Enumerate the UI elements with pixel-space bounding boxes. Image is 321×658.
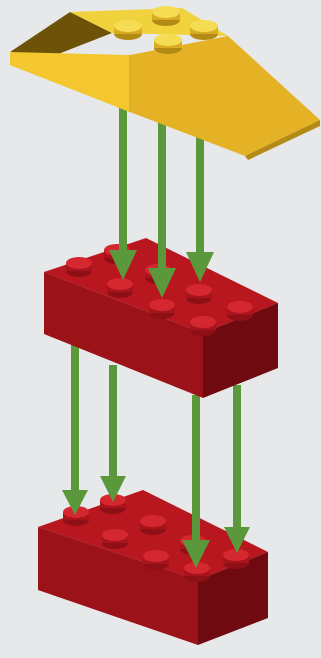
bottom-brick-side-face (198, 552, 268, 645)
arrow-middle-to-bottom-2 (100, 365, 126, 502)
arrow-middle-to-bottom-4 (224, 385, 250, 553)
arrow-slope-to-middle-2 (148, 118, 176, 298)
slope-brick-slope-face (130, 36, 320, 156)
arrows-lower (62, 345, 250, 568)
stud (66, 257, 92, 277)
middle-brick-side-face (203, 303, 278, 398)
arrow-slope-to-middle-3 (186, 135, 214, 282)
stud (190, 20, 218, 40)
slope-brick-top-face (70, 8, 228, 36)
stud (223, 549, 249, 569)
stud (184, 562, 210, 582)
slope-brick-studs (114, 6, 218, 54)
stud (227, 301, 253, 321)
arrow-middle-to-bottom-3 (182, 395, 210, 568)
arrows-upper (109, 100, 214, 298)
stud (107, 278, 133, 298)
bottom-brick-front-face (38, 527, 198, 645)
stud (152, 6, 180, 26)
middle-brick-front-face (44, 272, 203, 398)
stud (154, 34, 182, 54)
stud (114, 20, 142, 40)
stud (102, 529, 128, 549)
stud (186, 284, 212, 304)
stud (140, 515, 166, 535)
slope-brick-front-face (10, 52, 130, 112)
stud (149, 299, 175, 319)
stud (143, 550, 169, 570)
arrow-slope-to-middle-1 (109, 100, 137, 280)
arrow-middle-to-bottom-1 (62, 345, 88, 515)
slope-brick-left-bevel (10, 12, 112, 58)
stud (190, 316, 216, 336)
slope-brick-bottom-strip (245, 120, 320, 160)
slope-brick (10, 6, 320, 160)
